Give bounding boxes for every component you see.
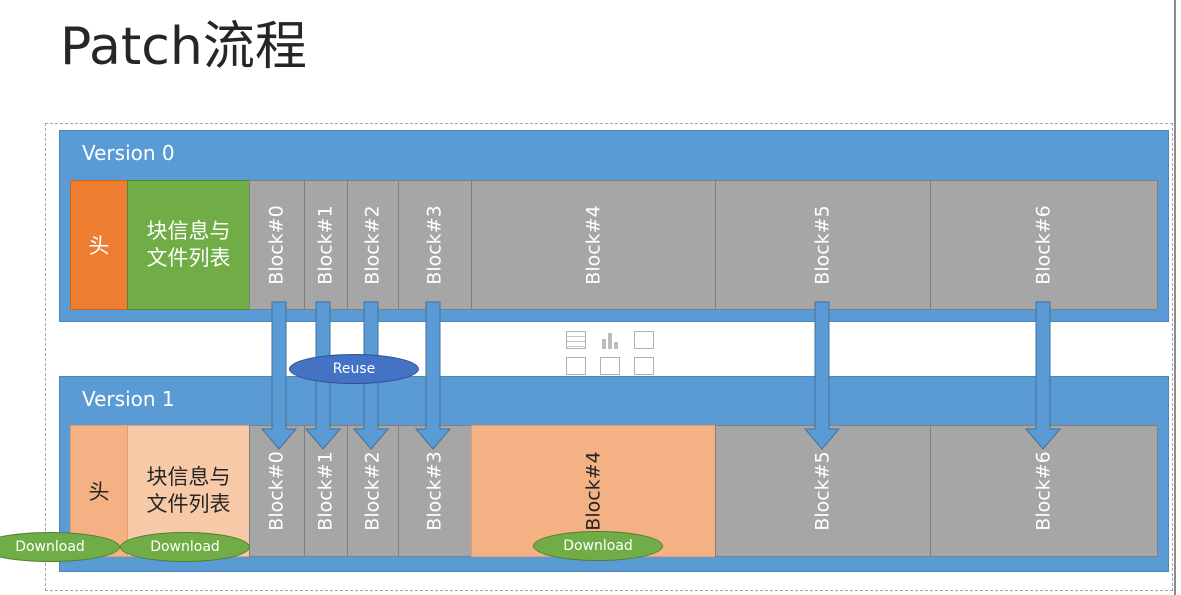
chart-icon — [600, 331, 620, 349]
v0-block-1-label: Block#1 — [315, 205, 337, 285]
v0-block-3: Block#3 — [398, 180, 472, 310]
v0-info-line-2: 文件列表 — [146, 246, 231, 270]
page-title: Patch流程 — [60, 17, 307, 77]
v0-block-0: Block#0 — [249, 180, 305, 310]
v0-block-1: Block#1 — [304, 180, 348, 310]
v1-block-2-label: Block#2 — [362, 451, 384, 531]
slide-edge — [1174, 0, 1176, 595]
v0-block-4: Block#4 — [471, 180, 716, 310]
insert-content-icons — [566, 331, 666, 376]
v0-block-0-label: Block#0 — [266, 205, 288, 285]
smartart-icon — [634, 331, 654, 349]
picture-icon — [566, 357, 586, 375]
online-picture-icon — [600, 357, 620, 375]
placeholder-frame — [45, 123, 1173, 591]
version-1-label: Version 1 — [82, 387, 175, 411]
download-label: Download — [15, 539, 85, 555]
v1-block-5-label: Block#5 — [812, 451, 834, 531]
v1-header-label: 头 — [88, 480, 110, 504]
v0-block-4-label: Block#4 — [582, 205, 605, 285]
v1-block-4-label: Block#4 — [582, 451, 605, 531]
v1-info-line-1: 块信息与 — [146, 465, 231, 489]
v1-block-6-label: Block#6 — [1033, 451, 1055, 531]
v1-block-3-label: Block#3 — [424, 451, 446, 531]
v1-block-1-label: Block#1 — [315, 451, 337, 531]
v1-info-line-2: 文件列表 — [146, 492, 231, 516]
v0-block-3-label: Block#3 — [424, 205, 446, 285]
v0-header-cell: 头 — [70, 180, 128, 310]
v1-block-3: Block#3 — [398, 425, 472, 557]
download-ellipse-info: Download — [120, 532, 250, 562]
video-icon — [634, 357, 654, 375]
v0-header-label: 头 — [88, 234, 110, 258]
v0-block-5-label: Block#5 — [812, 205, 834, 285]
reuse-label: Reuse — [332, 361, 376, 377]
table-icon — [566, 331, 586, 349]
v0-block-6: Block#6 — [930, 180, 1158, 310]
v1-block-5: Block#5 — [715, 425, 931, 557]
v0-block-5: Block#5 — [715, 180, 931, 310]
reuse-ellipse: Reuse — [289, 354, 419, 384]
v1-block-1: Block#1 — [304, 425, 348, 557]
download-ellipse-header: Download — [0, 532, 120, 562]
v1-block-2: Block#2 — [347, 425, 399, 557]
v0-block-2: Block#2 — [347, 180, 399, 310]
v1-block-0: Block#0 — [249, 425, 305, 557]
version-0-label: Version 0 — [82, 141, 175, 165]
download-ellipse-block-4: Download — [533, 531, 663, 561]
v0-info-line-1: 块信息与 — [146, 219, 231, 243]
v0-block-2-label: Block#2 — [362, 205, 384, 285]
download-label: Download — [563, 538, 633, 554]
v1-block-0-label: Block#0 — [266, 451, 288, 531]
download-label: Download — [150, 539, 220, 555]
v1-block-6: Block#6 — [930, 425, 1158, 557]
v0-info-cell: 块信息与 文件列表 — [127, 180, 250, 310]
v0-block-6-label: Block#6 — [1033, 205, 1055, 285]
